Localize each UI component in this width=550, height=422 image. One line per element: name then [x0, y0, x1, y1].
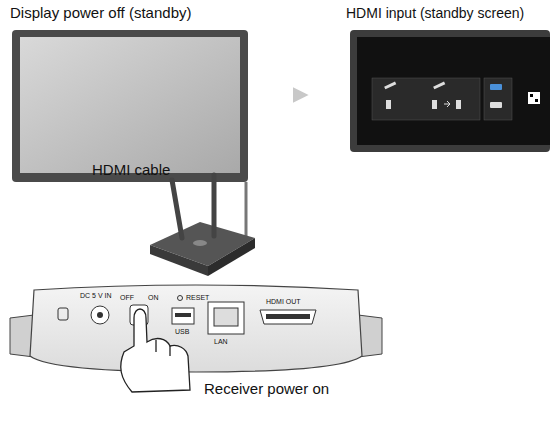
display-panel: Display power off (standby): [10, 4, 252, 184]
port-label: USB: [175, 328, 189, 336]
display-heading: HDMI input (standby screen): [346, 4, 548, 22]
pressing-hand: [121, 309, 190, 392]
display-standby: [350, 30, 550, 152]
port-label: HDMI OUT: [266, 298, 301, 306]
display-panel: HDMI input (standby screen): [346, 4, 548, 154]
port-label: LAN: [214, 338, 228, 346]
receiver-back-panel: [10, 285, 382, 372]
display-off: [12, 30, 248, 182]
port-label: ON: [148, 294, 159, 302]
port-label: OFF: [120, 294, 134, 302]
receiver-device: [150, 175, 255, 276]
port-label: RESET: [186, 294, 209, 302]
display-heading: Display power off (standby): [10, 4, 252, 22]
port-label: DC 5 V IN: [80, 292, 112, 300]
flow-arrow: [252, 87, 307, 103]
caption-label: HDMI cable: [92, 162, 170, 179]
hdmi-cable: [245, 182, 248, 238]
caption-label: Receiver power on: [204, 381, 329, 398]
